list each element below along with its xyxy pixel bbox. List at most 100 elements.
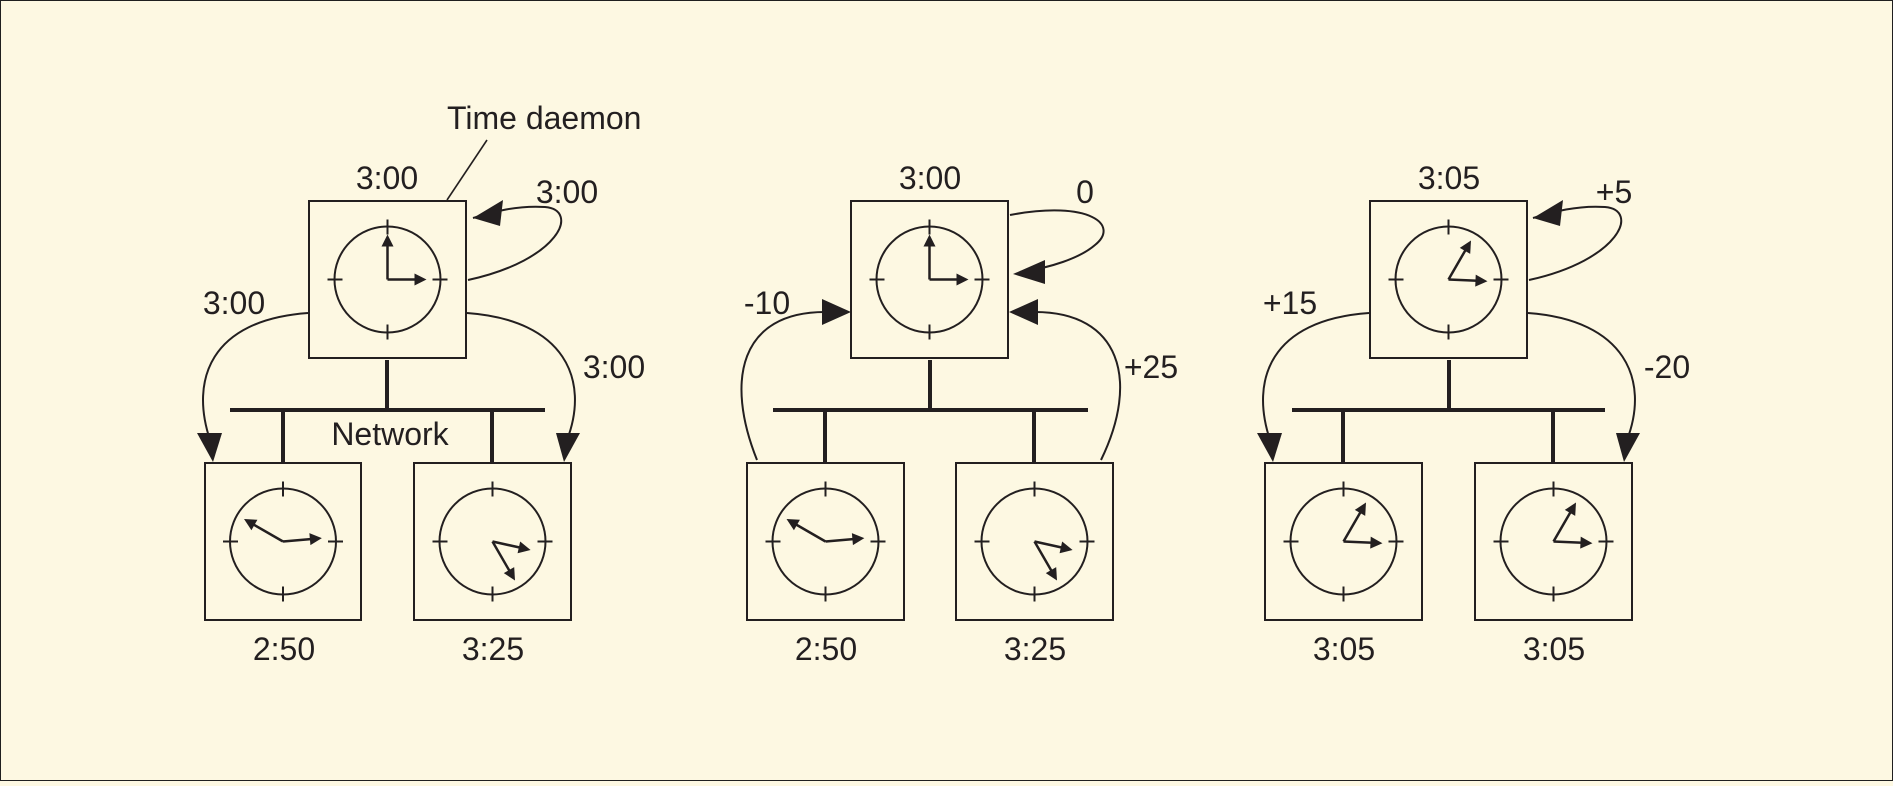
daemon-time-label: 3:05 — [1418, 160, 1480, 196]
daemon-time-label: 3:00 — [356, 160, 418, 196]
panel-3-daemon-clock — [1369, 200, 1528, 359]
panel-2: 3:00 0 -10 +25 2:50 3:25 — [740, 160, 1178, 667]
daemon-time-label: 3:00 — [899, 160, 961, 196]
minute-hand-head — [1564, 502, 1576, 516]
panel-3: 3:05 +5 +15 -20 3:05 3:05 — [1257, 160, 1690, 667]
client-box — [1264, 462, 1423, 621]
minute-hand — [1342, 510, 1363, 543]
left-arrow-label: -10 — [744, 285, 790, 321]
minute-hand — [794, 522, 827, 543]
minute-hand — [1552, 510, 1573, 543]
right-arrow-label: +25 — [1124, 349, 1178, 385]
left-send-arrow — [1262, 312, 1370, 441]
right-client-time-label: 3:05 — [1523, 631, 1585, 667]
hour-hand-head — [1370, 536, 1383, 549]
client-clock-icon — [432, 481, 553, 602]
panel-3-right-client — [1474, 462, 1633, 621]
hour-hand — [825, 537, 855, 543]
hour-hand-head — [956, 273, 969, 286]
panel-2-left-client — [746, 462, 905, 621]
minute-hand — [252, 522, 284, 543]
daemon-box — [1369, 200, 1528, 359]
minute-hand — [1447, 248, 1468, 281]
daemon-box — [850, 200, 1009, 359]
panel-1-left-client — [204, 462, 362, 621]
panel-2-daemon-clock — [850, 200, 1009, 359]
self-arrow-label: +5 — [1596, 174, 1632, 210]
client-clock-icon — [223, 481, 343, 602]
self-arrowhead — [1013, 260, 1045, 284]
left-reply-arrow — [740, 311, 826, 461]
right-reply-arrow — [1034, 311, 1122, 461]
client-box — [746, 462, 905, 621]
minute-hand-head — [786, 519, 800, 531]
right-arrow-label: -20 — [1644, 349, 1690, 385]
network-label: Network — [331, 416, 449, 452]
hour-hand-head — [517, 541, 531, 554]
panel-3-left-client — [1264, 462, 1423, 621]
panel-1-right-client — [413, 462, 572, 621]
hour-hand — [1553, 540, 1583, 545]
daemon-clock-icon — [869, 219, 990, 340]
client-clock-icon — [1493, 481, 1614, 602]
left-client-time-label: 2:50 — [795, 631, 857, 667]
time-daemon-label: Time daemon — [447, 100, 641, 136]
right-send-arrow — [466, 312, 576, 441]
daemon-clock-icon — [327, 219, 448, 340]
hour-hand-head — [1059, 541, 1073, 554]
right-arrow-label: 3:00 — [583, 349, 645, 385]
left-arrowhead — [197, 433, 222, 462]
panel-1: Time daemon 3:00 3:00 Network 3:00 3:00 … — [197, 100, 645, 667]
hour-hand-head — [309, 533, 322, 546]
minute-hand — [1033, 540, 1054, 573]
minute-hand — [491, 540, 512, 573]
minute-hand-head — [244, 519, 258, 531]
left-client-time-label: 2:50 — [253, 631, 315, 667]
right-arrowhead — [556, 433, 580, 462]
left-arrow-label: +15 — [1263, 285, 1317, 321]
hour-hand-head — [1475, 274, 1488, 287]
client-box — [204, 462, 362, 621]
left-send-arrow — [202, 312, 309, 441]
left-arrow-label: 3:00 — [203, 285, 265, 321]
right-client-time-label: 3:25 — [1004, 631, 1066, 667]
minute-hand-head — [923, 234, 936, 247]
right-arrowhead — [1009, 299, 1038, 325]
left-arrowhead — [822, 299, 851, 325]
client-clock-icon — [1283, 481, 1404, 602]
client-box — [1474, 462, 1633, 621]
hour-hand-head — [1580, 536, 1593, 549]
right-arrowhead — [1616, 433, 1640, 462]
minute-hand-head — [1354, 502, 1366, 516]
panel-1-daemon-clock — [308, 200, 467, 359]
client-box — [955, 462, 1114, 621]
hour-hand — [1034, 540, 1064, 549]
minute-hand-head — [1045, 567, 1057, 581]
panel-2-right-client — [955, 462, 1114, 621]
right-client-time-label: 3:25 — [462, 631, 524, 667]
right-send-arrow — [1527, 312, 1636, 441]
self-arrow-label: 3:00 — [536, 174, 598, 210]
time-daemon-leader-line — [446, 139, 488, 201]
daemon-self-arrow — [1009, 209, 1105, 273]
client-box — [413, 462, 572, 621]
daemon-box — [308, 200, 467, 359]
hour-hand-head — [414, 273, 427, 286]
hour-hand — [282, 537, 312, 543]
minute-hand-head — [381, 234, 394, 247]
client-clock-icon — [974, 481, 1095, 602]
client-clock-icon — [765, 481, 886, 602]
minute-hand-head — [503, 567, 515, 581]
self-arrow-label: 0 — [1076, 174, 1094, 210]
hour-hand — [1448, 278, 1478, 283]
hour-hand — [1343, 540, 1373, 545]
minute-hand-head — [1459, 240, 1471, 254]
left-client-time-label: 3:05 — [1313, 631, 1375, 667]
hour-hand-head — [851, 533, 865, 546]
self-arrowhead — [1533, 200, 1563, 226]
daemon-clock-icon — [1388, 219, 1509, 340]
left-arrowhead — [1257, 433, 1282, 462]
self-arrowhead — [473, 200, 503, 226]
